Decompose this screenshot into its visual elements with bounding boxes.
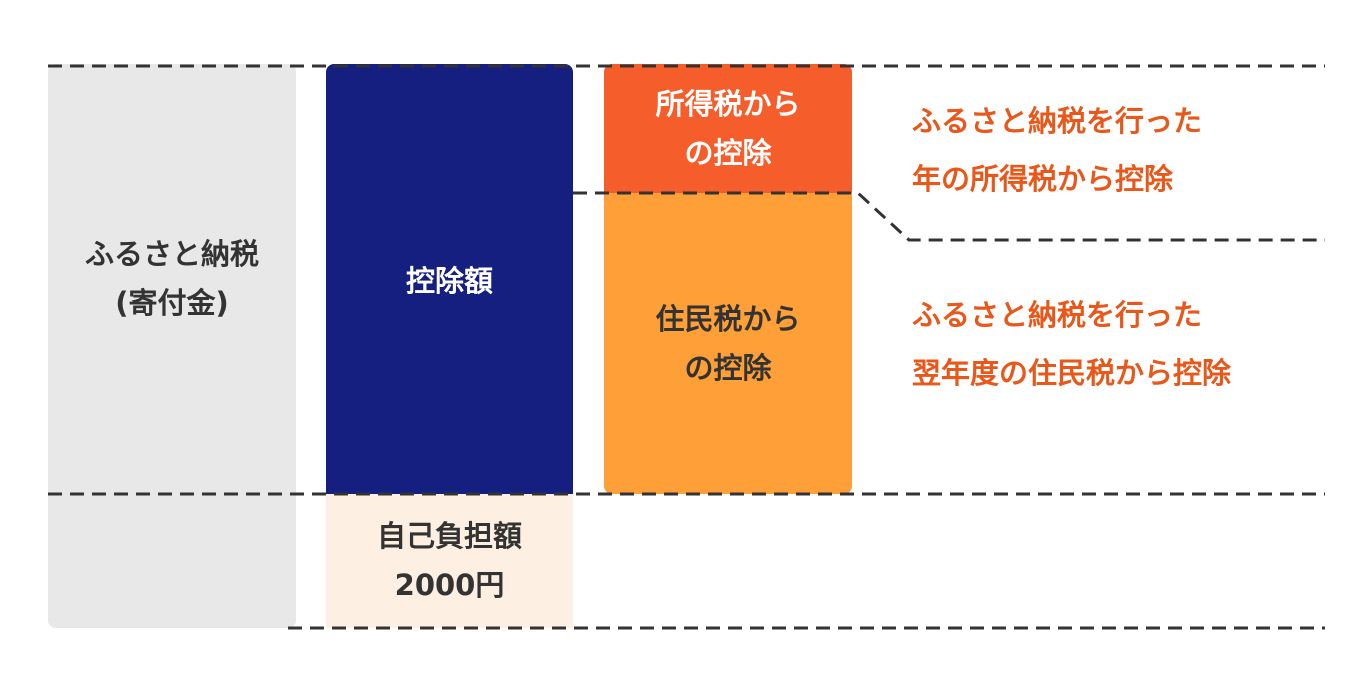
resident-tax-box: 住民税から の控除 [604,193,852,494]
donation-label: ふるさと納税 (寄付金) [48,64,296,494]
self-burden-box: 自己負担額 2000円 [326,494,573,628]
resident-tax-note: ふるさと納税を行った 翌年度の住民税から控除 [912,286,1231,402]
resident-tax-note-line2: 翌年度の住民税から控除 [912,356,1232,390]
deduction-label: 控除額 [405,264,493,298]
resident-tax-note-line1: ふるさと納税を行った [912,298,1203,332]
income-tax-box: 所得税から の控除 [604,64,852,193]
income-tax-note-line1: ふるさと納税を行った [912,104,1203,138]
income-tax-note: ふるさと納税を行った 年の所得税から控除 [912,92,1202,208]
self-burden-label-line1: 自己負担額 [376,519,522,553]
income-tax-label-line1: 所得税から [655,86,801,121]
resident-tax-label-line2: の控除 [684,350,772,385]
donation-label-line2: (寄付金) [115,286,229,320]
donation-label-line1: ふるさと納税 [84,237,259,271]
resident-tax-label-line1: 住民税から [655,301,801,336]
deduction-box: 控除額 [326,64,573,494]
self-burden-label-line2: 2000円 [394,568,505,602]
income-tax-label-line2: の控除 [684,135,772,170]
income-tax-note-line2: 年の所得税から控除 [912,162,1174,196]
donation-box: ふるさと納税 (寄付金) [48,64,296,628]
